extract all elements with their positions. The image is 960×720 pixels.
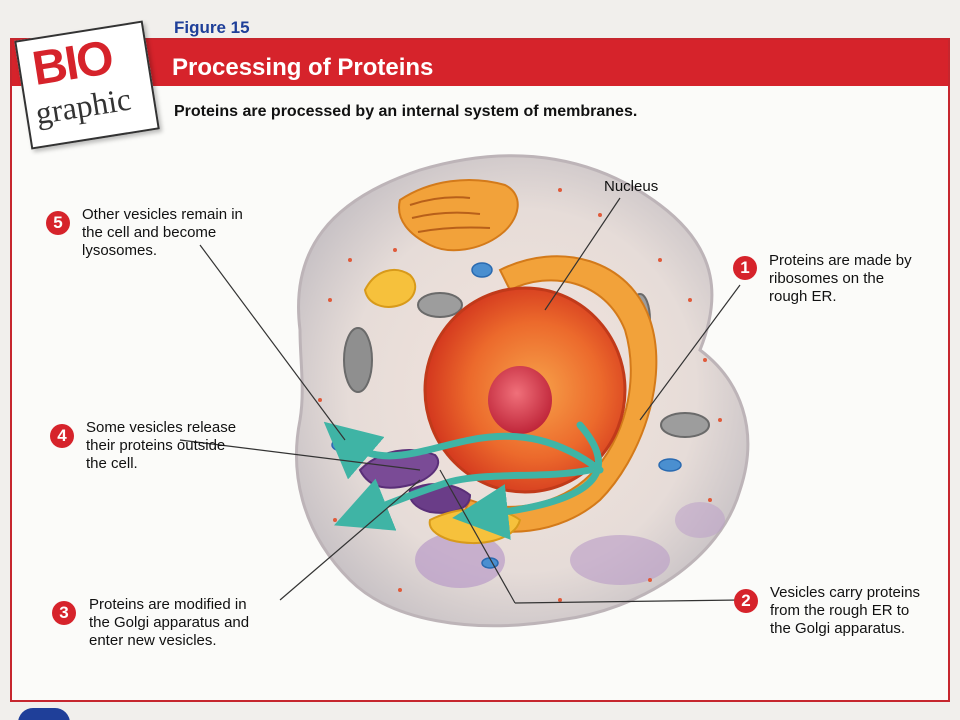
figure-title: Processing of Proteins [172, 54, 434, 81]
step-1-number: 1 [733, 256, 757, 280]
nucleus-label: Nucleus [604, 178, 659, 195]
step-4-line: Some vesicles release [86, 419, 237, 436]
rough-er-folds [409, 196, 491, 233]
mitochondrion [343, 327, 373, 393]
vesicle [471, 262, 493, 278]
step-2-number: 2 [734, 589, 758, 613]
nucleolus [488, 366, 552, 434]
vacuole-blob [675, 502, 725, 538]
vacuole-blob [570, 535, 670, 585]
page-number-tab [18, 708, 70, 720]
transport-arrow [323, 421, 604, 480]
golgi-stack-upper [363, 269, 417, 308]
step-1-line: Proteins are made by [769, 252, 912, 269]
leader-lines [179, 197, 741, 604]
mitochondrion [417, 292, 463, 318]
figure-label: Figure 15 [174, 18, 250, 37]
mitochondrion [660, 412, 710, 438]
title-band [12, 40, 948, 86]
step-5-line: the cell and become [82, 224, 217, 241]
step-5-number: 5 [46, 211, 70, 235]
vesicle [658, 458, 682, 472]
step-1-line: ribosomes on the [769, 270, 885, 287]
step-4-number: 4 [50, 424, 74, 448]
step-3-line: enter new vesicles. [89, 632, 217, 649]
transport-arrow [452, 421, 602, 540]
step-5-text: Other vesicles remain in the cell and be… [82, 206, 243, 260]
step-3-number: 3 [52, 601, 76, 625]
ribosome-dots [318, 188, 722, 602]
step-1-text: Proteins are made by ribosomes on the ro… [769, 252, 912, 306]
step-3-line: Proteins are modified in [89, 596, 247, 613]
step-3-line: the Golgi apparatus and [89, 614, 250, 631]
step-2-line: Vesicles carry proteins [770, 584, 921, 601]
step-2-line: the Golgi apparatus. [770, 620, 906, 637]
step-2-text: Vesicles carry proteins from the rough E… [770, 584, 920, 638]
step-4-line: the cell. [86, 455, 138, 472]
transport-arrow [334, 466, 594, 531]
step-5-line: lysosomes. [82, 242, 158, 259]
step-5-line: Other vesicles remain in [82, 206, 243, 223]
step-4-line: their proteins outside [86, 437, 226, 454]
figure-subtitle: Proteins are processed by an internal sy… [174, 103, 638, 120]
rough-er [398, 179, 519, 252]
step-4-text: Some vesicles release their proteins out… [86, 419, 236, 473]
step-3-text: Proteins are modified in the Golgi appar… [89, 596, 249, 650]
step-2-line: from the rough ER to [770, 602, 910, 619]
step-1-line: rough ER. [769, 288, 837, 305]
